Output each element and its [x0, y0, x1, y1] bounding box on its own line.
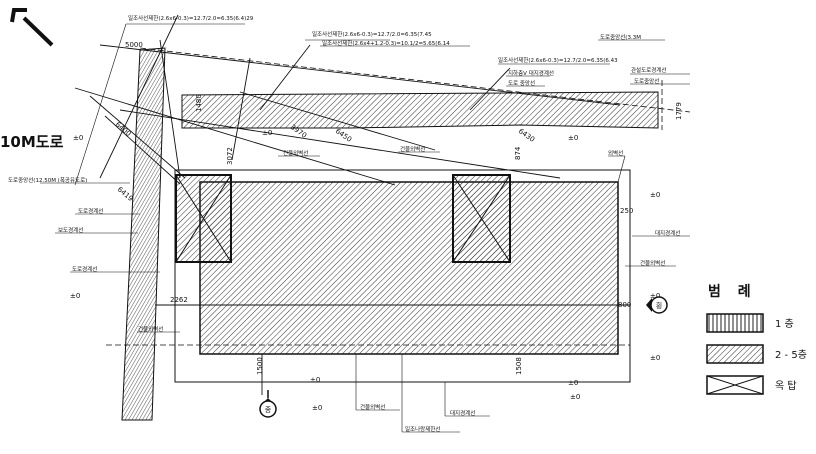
- building-2-5-floor: [199, 181, 619, 355]
- dim-250: 250: [620, 207, 633, 215]
- level-mark: ±0: [568, 379, 578, 387]
- level-mark: ±0: [570, 393, 580, 401]
- label-road-center-left: 도로중앙선(12.50M (폭공유도로): [8, 176, 87, 184]
- dim-5000: 5000: [125, 41, 143, 49]
- level-mark: ±0: [650, 292, 660, 300]
- site-boundary: [174, 169, 631, 383]
- label-building-line-bottom: 건물외벽선: [360, 403, 385, 411]
- label-mid-small-1: 지하층V 대지경계선: [508, 69, 554, 77]
- section-mark-vertical: 종: [259, 390, 277, 418]
- center-lines: [106, 47, 691, 346]
- dim-1480: 1480: [195, 94, 203, 112]
- label-road-boundary-left-2: 도로경계선: [72, 265, 97, 273]
- label-road-boundary-left: 도로경계선: [78, 207, 103, 215]
- level-mark: ±0: [650, 354, 660, 362]
- legend-swatch-2-5f: [706, 344, 764, 364]
- dim-3072: 3072: [226, 147, 234, 165]
- dim-874: 874: [514, 146, 522, 160]
- calc-note-2: 일조사선제한(2.6x6-0.3)=12.7/2.0=6.35(7.45: [312, 30, 432, 38]
- label-road-boundary-right: 관설도로경계선: [631, 66, 666, 74]
- legend-title: 범 례: [708, 284, 757, 300]
- label-building-line-top-right: 외벽선: [608, 149, 623, 157]
- label-site-boundary-right: 대지경계선: [655, 229, 680, 237]
- legend-label-rooftop: 옥 탑: [775, 380, 797, 392]
- label-site-boundary-bottom: 대지경계선: [450, 409, 475, 417]
- leader-lines: [40, 23, 690, 433]
- calc-note-1: 일조사선제한(2.6x6-0.3)=12.7/2.0=6.35(6.4)29: [128, 14, 254, 22]
- label-mid-small-2: 도로 중앙선: [508, 79, 535, 87]
- level-mark: ±0: [310, 376, 320, 384]
- svg-text:횡: 횡: [656, 301, 662, 310]
- calc-note-3: 일조사선제한(2.6x4+1.2-0.3)=10.1/2=5.65(6.14: [322, 39, 450, 47]
- left-road-strip: [121, 47, 166, 421]
- legend-label-2-5f: 2 - 5층: [775, 349, 807, 361]
- dim-1779: 1779: [675, 102, 683, 120]
- level-mark: ±0: [650, 191, 660, 199]
- dim-6450: 6450: [334, 127, 353, 144]
- dim-2262: 2262: [170, 296, 188, 304]
- top-road-strip: [181, 91, 659, 129]
- legend-label-1f: 1 층: [775, 318, 794, 330]
- label-building-line-left: 건물외벽선: [138, 325, 163, 333]
- rooftop-left: [175, 174, 232, 263]
- road-label: 10M도로: [0, 133, 64, 151]
- legend-swatch-1f: [706, 313, 764, 333]
- label-building-line-top-left: 건물외벽선: [283, 149, 308, 157]
- label-sidewalk-boundary: 보도경계선: [58, 226, 83, 234]
- svg-text:종: 종: [265, 406, 272, 414]
- rooftop-right: [452, 174, 511, 263]
- dim-6400: 6400: [114, 120, 133, 138]
- dim-1500: 1500: [256, 357, 264, 375]
- north-arrow-icon: [10, 8, 54, 47]
- dim-6419: 6419: [116, 185, 135, 203]
- calc-note-4: 일조사선제한(2.6x6-0.3)=12.7/2.0=6.35(6.43: [498, 56, 618, 64]
- label-building-line-right: 건물외벽선: [640, 259, 665, 267]
- level-mark: ±0: [568, 134, 578, 142]
- section-mark-horizontal: 횡: [646, 296, 668, 314]
- dim-1508: 1508: [515, 357, 523, 375]
- dim-6430: 6430: [517, 127, 536, 144]
- label-road-width-top-right: 도로중앙선(3.3M: [600, 33, 641, 41]
- level-mark: ±0: [262, 129, 272, 137]
- label-road-boundary-right2: 도로중앙선: [634, 77, 659, 85]
- label-building-bottom-note: 일조나랑제한선: [405, 425, 440, 433]
- dim-800: 800: [618, 301, 631, 309]
- level-mark: ±0: [312, 404, 322, 412]
- level-mark: ±0: [73, 134, 83, 142]
- label-building-line-top: 건물외벽선: [400, 145, 425, 153]
- level-mark: ±0: [70, 292, 80, 300]
- legend: 범 례 1 층 2 - 5층 옥 탑: [706, 284, 807, 395]
